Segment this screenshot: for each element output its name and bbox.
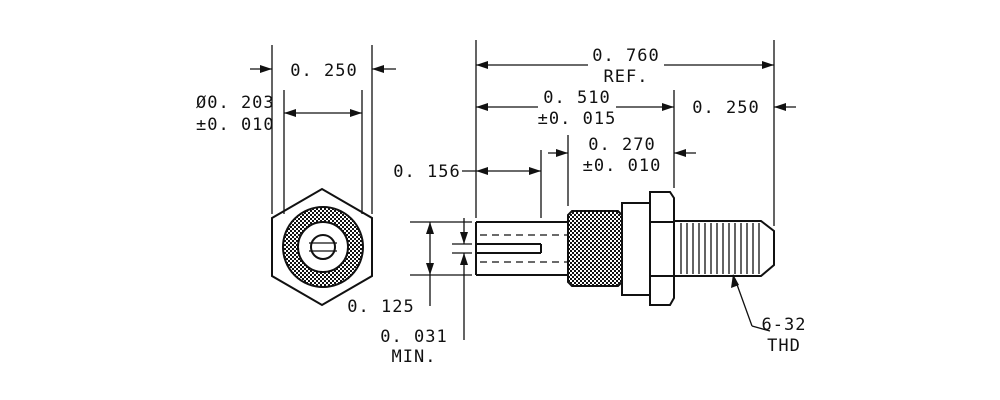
label-thread-length: 0. 250: [692, 98, 759, 118]
arrow-hole-left: [284, 109, 296, 117]
hex-nut-outline: [271, 187, 373, 307]
arrow-hex-left: [260, 65, 272, 73]
arrow-collar-left: [556, 149, 568, 157]
arrow-body-right: [662, 103, 674, 111]
dimension-labels: 0. 250 Ø0. 203 ±0. 010 0. 760 REF. 0. 51…: [196, 46, 807, 367]
arrow-thread-leader: [731, 274, 739, 288]
side-view: [410, 40, 796, 340]
end-view: [250, 45, 396, 307]
label-hole-tolerance: ±0. 010: [196, 115, 275, 135]
label-overall-length: 0. 760: [592, 46, 659, 66]
arrow-body-left: [476, 103, 488, 111]
arrow-slot-width-bottom: [426, 263, 434, 275]
arrow-hex-right: [372, 65, 384, 73]
thread-leader: [751, 325, 771, 332]
label-hex-width: 0. 250: [290, 61, 357, 81]
arrow-thread-right: [774, 103, 786, 111]
label-body-tolerance: ±0. 015: [538, 109, 617, 129]
arrow-hole-right: [350, 109, 362, 117]
washer: [621, 202, 651, 296]
arrow-overall-left: [476, 61, 488, 69]
knurled-collar: [567, 210, 623, 287]
label-body-length: 0. 510: [543, 88, 610, 108]
label-collar-length: 0. 270: [588, 135, 655, 155]
label-thread-note: THD: [767, 336, 801, 356]
arrow-collar-right: [674, 149, 686, 157]
label-hole-diameter: Ø0. 203: [196, 93, 275, 113]
center-hole: [310, 234, 336, 260]
hex-nut-side: [649, 191, 675, 306]
thread-lines: [680, 223, 760, 274]
label-thread-size: 6-32: [762, 315, 807, 335]
thread-leader-diagonal: [734, 278, 753, 327]
label-slot-gap-note: MIN.: [392, 347, 437, 367]
arrow-slot-width-top: [426, 222, 434, 234]
label-slot-width: 0. 125: [347, 297, 414, 317]
label-slot-length: 0. 156: [393, 162, 460, 182]
label-slot-gap: 0. 031: [380, 327, 447, 347]
label-overall-note: REF.: [604, 67, 649, 87]
label-collar-tolerance: ±0. 010: [583, 156, 662, 176]
arrow-slot-gap-top: [460, 232, 468, 244]
arrow-slot-gap-bottom: [460, 253, 468, 265]
arrow-overall-right: [762, 61, 774, 69]
arrow-slot-length-left: [476, 167, 488, 175]
arrow-slot-length-right: [529, 167, 541, 175]
